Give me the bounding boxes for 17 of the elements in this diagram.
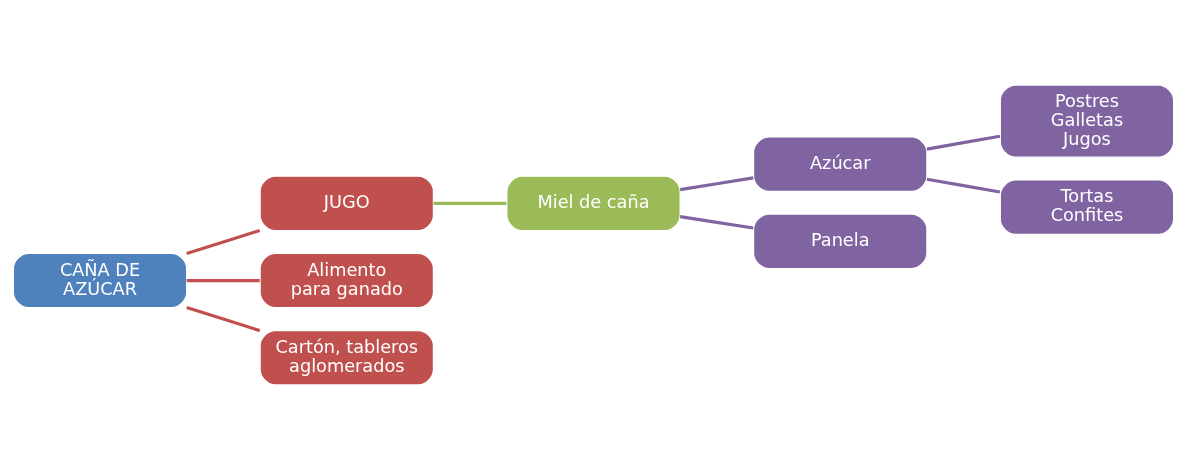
node-box: CAÑA DE AZÚCAR xyxy=(12,252,188,308)
connector xyxy=(679,175,754,191)
node-box: JUGO xyxy=(259,175,435,231)
node-box: Miel de caña xyxy=(506,175,681,231)
connector xyxy=(186,305,261,332)
node-box: Postres Galletas Jugos xyxy=(999,83,1175,158)
connector xyxy=(926,134,1001,151)
connector xyxy=(433,201,507,205)
node-box: Cartón, tableros aglomerados xyxy=(259,329,435,386)
connector xyxy=(186,278,260,282)
node-box: Alimento para ganado xyxy=(259,252,435,308)
connector xyxy=(186,228,261,255)
connector xyxy=(679,214,754,230)
node-box: Panela xyxy=(752,213,928,269)
node-box: Azúcar xyxy=(752,135,928,192)
node-box: Tortas Confites xyxy=(999,178,1175,235)
connector xyxy=(926,177,1001,194)
